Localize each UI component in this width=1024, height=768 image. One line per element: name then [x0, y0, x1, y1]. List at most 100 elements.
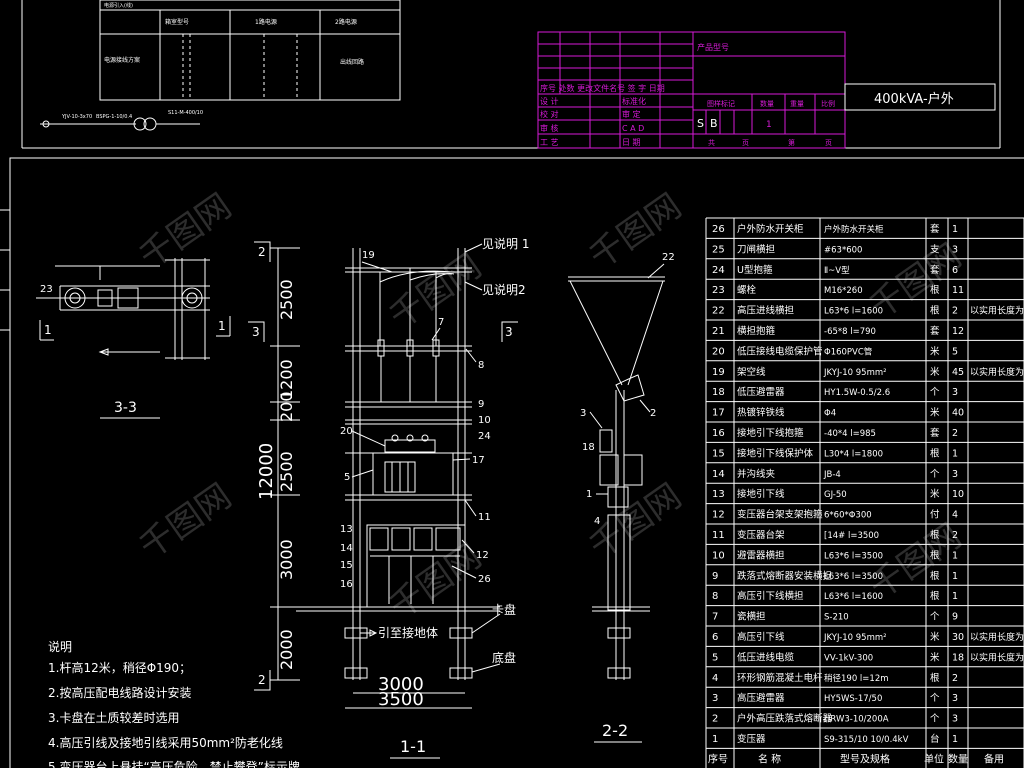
- bom-cell-index: 13: [712, 489, 725, 500]
- callout-23: 23: [40, 284, 53, 295]
- bom-cell-qty: 12: [952, 326, 964, 337]
- section-mark: 3: [505, 325, 513, 339]
- bom-cell-index: 11: [712, 530, 725, 541]
- view-1-1: 19 7 8 9 10 24 20 17 5 11 13 14 15 16 12…: [248, 236, 529, 759]
- stage-s: S: [697, 117, 704, 130]
- bom-cell-note: 以实用长度为准: [970, 631, 1024, 643]
- bom-cell-spec: JKYJ-10 95mm²: [823, 368, 887, 378]
- bom-cell-name: 高压进线横担: [737, 305, 795, 317]
- callout-18: 18: [582, 442, 595, 453]
- watermark: 千图网: [582, 186, 688, 277]
- bom-cell-index: 21: [712, 326, 725, 337]
- bom-cell-index: 18: [712, 387, 725, 398]
- dimension-vertical: 2500 1200 200 12000 2500 3000 2000: [256, 247, 300, 681]
- bom-cell-unit: 套: [930, 223, 940, 235]
- bom-cell-name: 低压避雷器: [737, 386, 785, 398]
- bom-cell-qty: 2: [952, 530, 958, 541]
- bom-cell-name: 接地引下线保护体: [737, 447, 814, 459]
- watermark: 千图网: [132, 186, 238, 277]
- callout-12: 12: [476, 550, 489, 561]
- bom-cell-index: 20: [712, 346, 725, 357]
- bom-cell-unit: 个: [930, 714, 940, 725]
- drawing-mark-label: 图样标记: [707, 99, 735, 108]
- bom-cell-note: 以实用长度为准: [970, 651, 1024, 663]
- bom-cell-unit: 套: [930, 264, 940, 276]
- callout-9: 9: [478, 399, 484, 410]
- bom-cell-unit: 套: [930, 325, 940, 337]
- section-markers: 2 3 3 2: [248, 241, 518, 691]
- callout-2: 2: [650, 408, 656, 419]
- callout-7: 7: [438, 317, 444, 328]
- section-mark-1b: 1: [218, 319, 226, 333]
- bom-cell-index: 8: [712, 591, 718, 602]
- bom-cell-spec: GJ-50: [824, 490, 847, 500]
- bom-cell-name: 低压进线电缆: [737, 651, 795, 663]
- quantity-label: 数量: [760, 99, 774, 108]
- qty-value: 1: [766, 120, 772, 130]
- base-label: 底盘: [492, 650, 516, 665]
- bom-cell-unit: 个: [930, 387, 940, 398]
- bom-cell-qty: 1: [952, 591, 958, 602]
- bom-cell-spec: 稍径190 l=12m: [824, 673, 889, 684]
- top-left-cell: 1路电源: [255, 18, 277, 26]
- bom-cell-unit: 根: [930, 305, 940, 317]
- bom-cell-index: 25: [712, 244, 725, 255]
- sheet-total-pre: 共: [708, 138, 715, 147]
- bom-cell-unit: 根: [930, 447, 940, 459]
- bom-cell-note: 以实用长度为准: [970, 366, 1024, 378]
- bom-cell-qty: 9: [952, 612, 958, 623]
- callout-24: 24: [478, 431, 491, 442]
- bom-cell-qty: 40: [952, 408, 964, 419]
- section-mark: 2: [258, 673, 266, 687]
- bom-cell-name: 避雷器横担: [737, 549, 785, 561]
- bom-cell-name: 高压引下线横担: [737, 590, 804, 602]
- bom-cell-spec: JB-4: [823, 470, 841, 480]
- bom-cell-name: 瓷横担: [737, 611, 766, 623]
- bom-cell-spec: JKYJ-10 95mm²: [823, 633, 887, 643]
- bom-cell-qty: 11: [952, 285, 964, 296]
- bom-cell-name: 接地引下线抱箍: [737, 427, 804, 439]
- bom-cell-name: 高压引下线: [737, 631, 785, 643]
- bom-cell-qty: 3: [952, 469, 958, 480]
- bom-header: 型号及规格: [840, 752, 890, 765]
- note-2: 2.按高压配电线路设计安装: [48, 685, 191, 700]
- bom-cell-spec: HRW3-10/200A: [824, 715, 889, 725]
- bom-cell-qty: 5: [952, 346, 958, 357]
- bom-cell-spec: L63*6 l=1600: [824, 307, 883, 317]
- main-frame: [0, 157, 1024, 768]
- bom-cell-index: 12: [712, 510, 725, 521]
- bom-cell-qty: 6: [952, 265, 958, 276]
- bom-cell-unit: 根: [930, 590, 940, 602]
- note-3: 3.卡盘在土质较差时选用: [48, 710, 179, 725]
- bom-cell-qty: 1: [952, 571, 958, 582]
- sheet-total-post: 页: [742, 139, 749, 147]
- bom-cell-spec: [14# l=3500: [824, 531, 879, 541]
- bom-cell-unit: 米: [930, 407, 940, 419]
- bom-cell-name: 低压接线电缆保护管: [737, 345, 823, 357]
- dim-12000: 12000: [256, 443, 277, 500]
- bom-cell-index: 2: [712, 714, 718, 725]
- bom-cell-index: 24: [712, 265, 725, 276]
- bom-cell-unit: 米: [930, 345, 940, 357]
- bom-cell-spec: S-210: [824, 613, 849, 623]
- top-left-cell: 出线回路: [340, 58, 364, 66]
- dim-2500b: 2500: [277, 451, 296, 492]
- dim-3000-h: 3000: [378, 674, 424, 695]
- view-title-3-3: 3-3: [114, 400, 137, 416]
- bom-cell-spec: L30*4 l=1800: [824, 449, 883, 459]
- title-block: 序号 处数 更改文件名号 签 字 日期 设 计 标准化 校 对 审 定 审 核 …: [537, 31, 996, 149]
- bom-header: 数量: [948, 752, 968, 765]
- bom-cell-index: 17: [712, 408, 725, 419]
- bom-cell-spec: L63*6 l=3500: [824, 551, 883, 561]
- note-1: 1.杆高12米，稍径Φ190；: [48, 660, 191, 675]
- check-label: 校 对: [540, 109, 559, 119]
- note-5: 5.变压器台上悬挂“高压危险，禁止攀登”标示牌。: [48, 759, 312, 768]
- bom-cell-unit: 米: [930, 488, 940, 500]
- bom-cell-name: 螺栓: [737, 284, 757, 296]
- bom-cell-qty: 3: [952, 693, 958, 704]
- bom-cell-unit: 米: [930, 366, 940, 378]
- callout-11: 11: [478, 512, 491, 523]
- approve-label: 审 定: [622, 109, 641, 119]
- model-name: 400kVA-户外: [874, 91, 954, 107]
